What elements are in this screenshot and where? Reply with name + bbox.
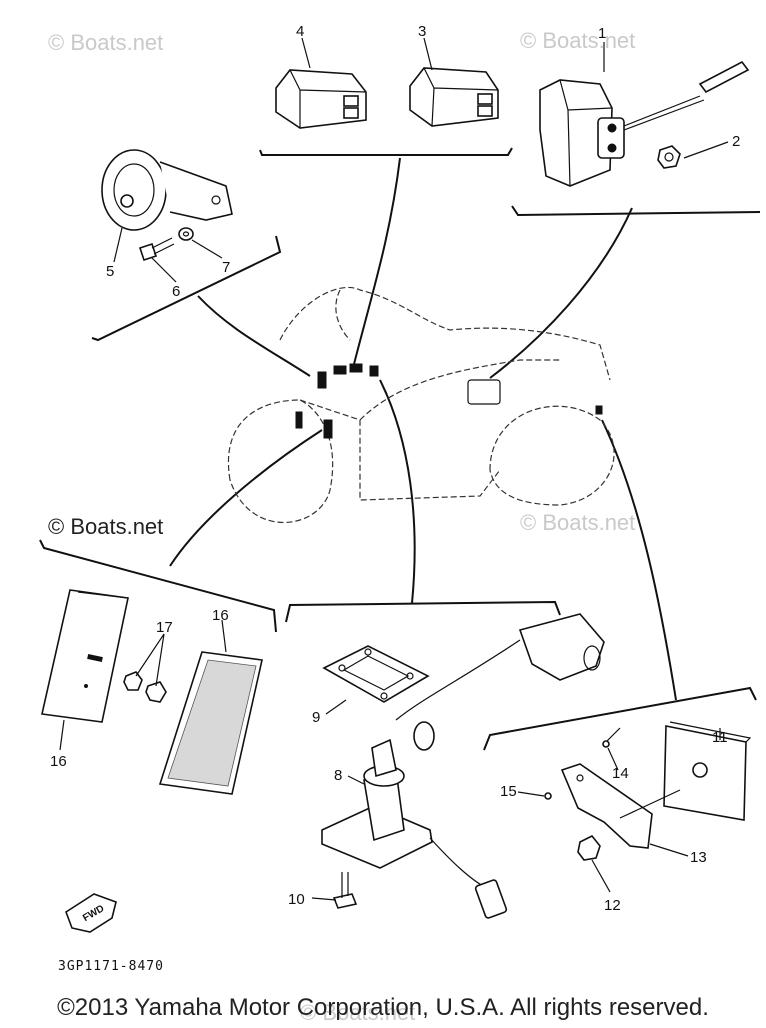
part-code: 3GP1171-8470: [58, 959, 164, 974]
callout-leaders: [59, 37, 729, 901]
nut-12: [577, 834, 601, 861]
bolt-10: [332, 872, 358, 909]
watermark: © Boats.net: [48, 30, 163, 55]
callout-1: 1: [598, 25, 606, 42]
battery-box: [467, 379, 501, 405]
nut-17: [123, 671, 167, 703]
fwd-arrow: FWD: [65, 893, 117, 933]
callout-16-right: 16: [212, 607, 229, 624]
callout-7: 7: [222, 259, 230, 276]
callout-12: 12: [604, 897, 621, 914]
callout-3: 3: [418, 23, 426, 40]
bolt-6: [138, 237, 175, 262]
leader-line: [197, 295, 311, 377]
fuel-sender-8: [321, 613, 605, 919]
reflector-16-right: [158, 651, 263, 795]
callout-2: 2: [732, 133, 740, 150]
callout-8: 8: [334, 767, 342, 784]
group-bracket-license-light: [483, 686, 757, 751]
watermark: © Boats.net: [520, 510, 635, 535]
relay-3: [409, 67, 499, 127]
gasket-9: [322, 645, 430, 703]
watermark: © Boats.net: [520, 28, 635, 53]
relay-4: [275, 69, 367, 129]
leader-line: [489, 207, 633, 379]
starter-relay-1: [539, 60, 750, 187]
screw-14: [602, 727, 621, 748]
callout-14: 14: [612, 765, 629, 782]
license-light-11: [663, 721, 752, 821]
callout-6: 6: [172, 283, 180, 300]
bracket-13: [560, 763, 681, 849]
leader-line: [379, 379, 416, 604]
nut-2: [657, 145, 681, 169]
reflector-16-left: [41, 589, 129, 723]
relay-markers: [295, 363, 603, 439]
screw-15: [544, 792, 552, 800]
leader-line: [601, 419, 677, 701]
motorcycle-outline: [227, 286, 615, 524]
group-bracket-starter-relay: [511, 205, 761, 217]
callout-15: 15: [500, 783, 517, 800]
horn-5: [101, 149, 233, 231]
callout-17: 17: [156, 619, 173, 636]
callout-9: 9: [312, 709, 320, 726]
callout-16-left: 16: [50, 753, 67, 770]
watermark: © Boats.net: [300, 1000, 415, 1025]
group-bracket-fuel-sender: [285, 600, 561, 623]
callout-11: 11: [712, 729, 728, 746]
callout-10: 10: [288, 891, 305, 908]
leader-line: [169, 429, 323, 567]
callout-4: 4: [296, 23, 304, 40]
group-bracket-horn: [91, 235, 282, 342]
group-bracket-reflectors: [39, 539, 277, 633]
copyright-notice: ©2013 Yamaha Motor Corporation, U.S.A. A…: [57, 994, 709, 1021]
watermark: © Boats.net: [48, 514, 163, 539]
washer-7: [178, 227, 194, 241]
leader-line: [351, 157, 401, 373]
callout-5: 5: [106, 263, 114, 280]
group-bracket-relays: [259, 147, 513, 156]
callout-13: 13: [690, 849, 707, 866]
